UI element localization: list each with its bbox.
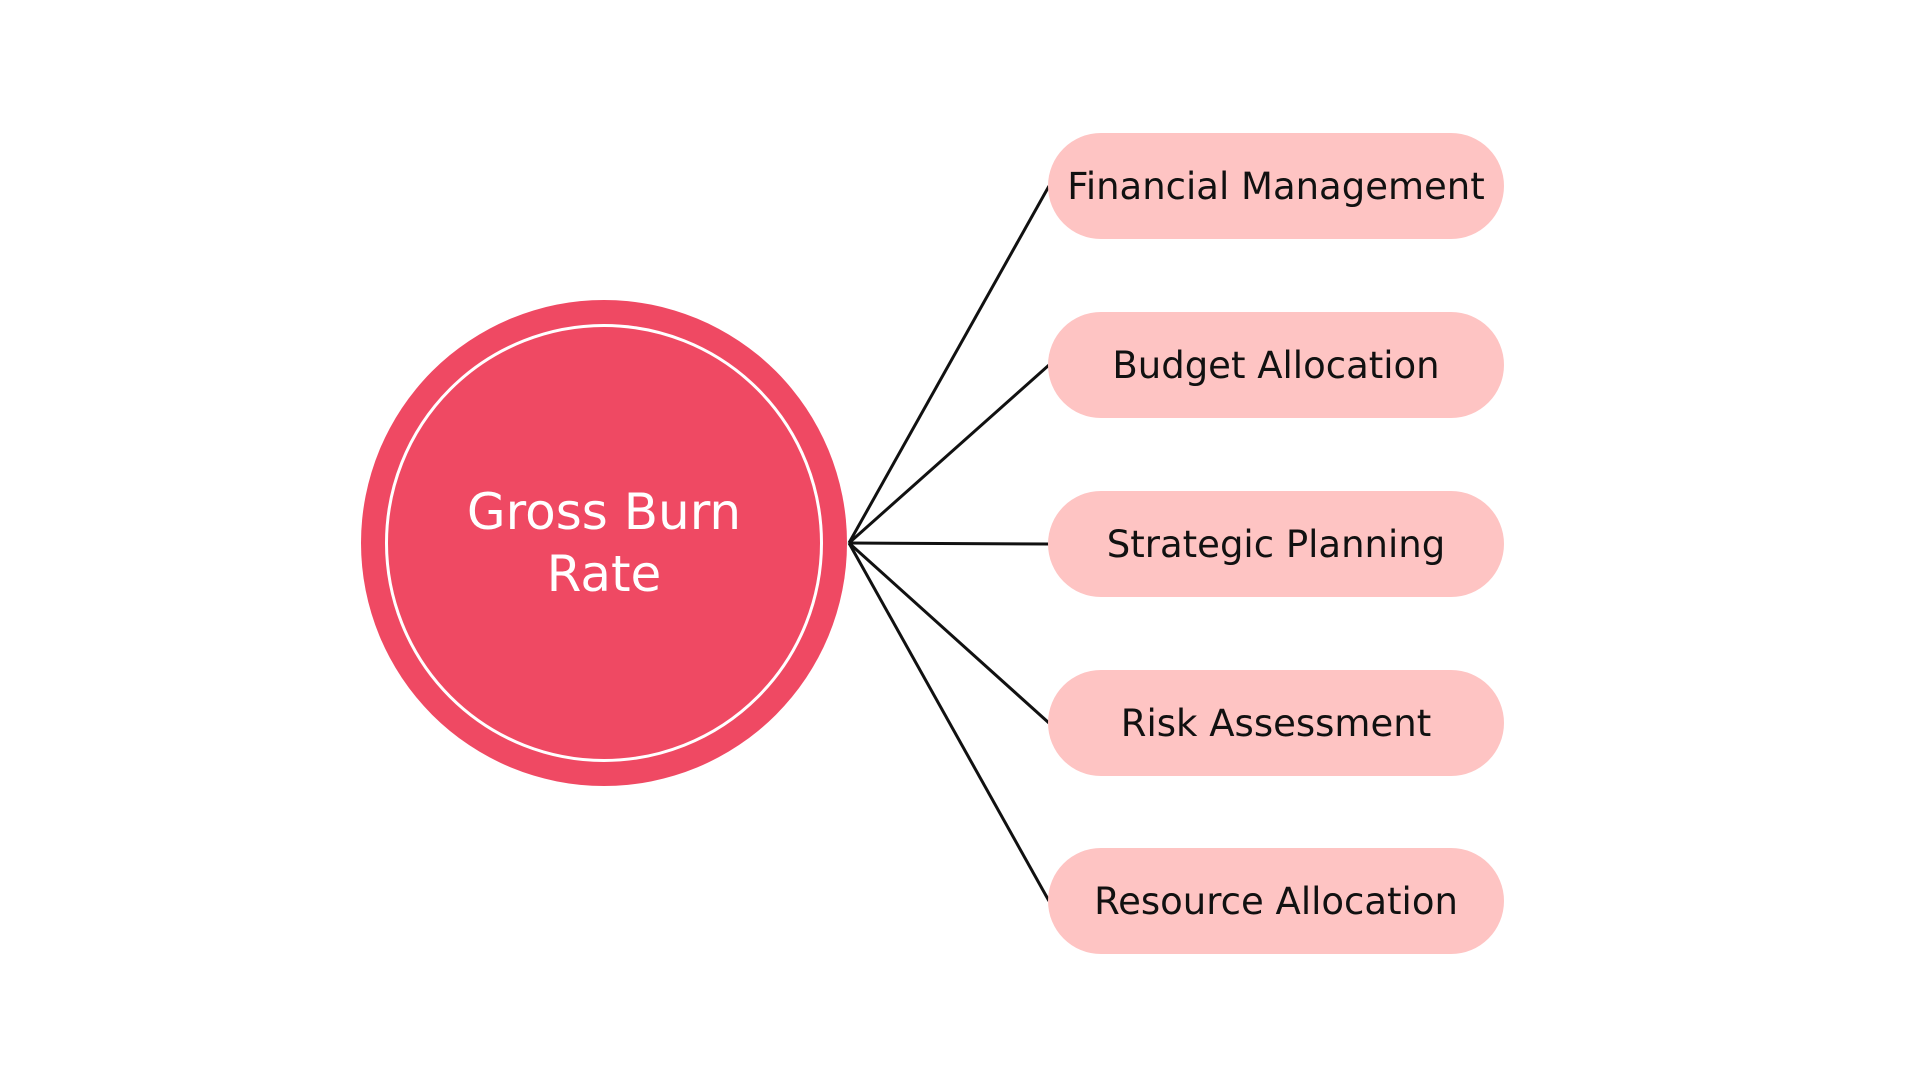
connector-budget-allocation	[848, 363, 1050, 545]
connector-resource-allocation	[847, 542, 1051, 902]
connector-financial-management	[847, 185, 1051, 544]
central-topic-inner-ring	[385, 324, 823, 762]
branch-strategic-planning: Strategic Planning	[1048, 491, 1504, 597]
connector-strategic-planning	[848, 541, 1050, 546]
branch-budget-allocation: Budget Allocation	[1048, 312, 1504, 418]
central-topic-label: Gross Burn Rate	[466, 483, 742, 603]
connector-risk-assessment	[847, 541, 1051, 725]
branch-resource-allocation: Resource Allocation	[1048, 848, 1504, 954]
central-topic-circle: Gross Burn Rate	[361, 300, 847, 786]
branch-risk-assessment: Risk Assessment	[1048, 670, 1504, 776]
branch-financial-management: Financial Management	[1048, 133, 1504, 239]
